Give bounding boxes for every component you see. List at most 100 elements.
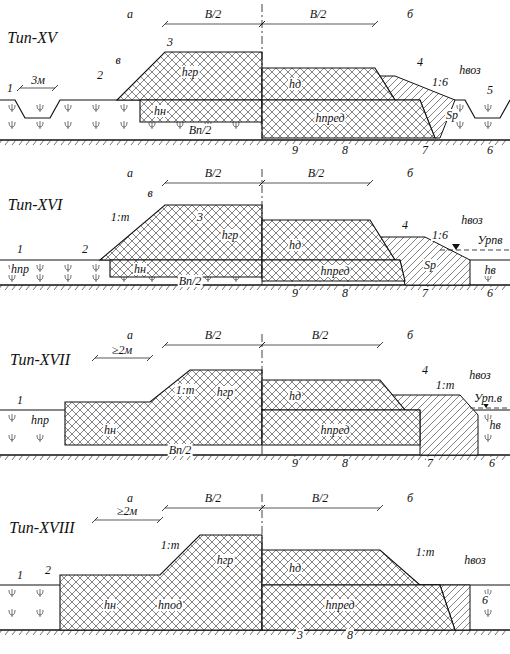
drawing-label: hгр [216, 386, 235, 398]
ground-hatch [89, 455, 93, 460]
ground-hatch [229, 285, 233, 290]
dimension-line [95, 358, 150, 359]
ground-hatch [222, 140, 226, 145]
peat-symbol [457, 121, 463, 129]
ground-hatch [47, 630, 51, 635]
ground-hatch [89, 285, 93, 290]
ground-hatch [502, 630, 506, 635]
ground-hatch [467, 455, 471, 460]
dimension-tick [162, 21, 168, 27]
ground-hatch [285, 455, 289, 460]
ground-hatch [411, 140, 415, 145]
dimension-line [262, 345, 380, 346]
ground-hatch [103, 285, 107, 290]
drawing-label: В/2 [309, 8, 328, 20]
ground-hatch [19, 630, 23, 635]
ground-hatch [250, 455, 254, 460]
ground-hatch [334, 630, 338, 635]
ground-hatch [138, 630, 142, 635]
drawing-label: 9 [291, 457, 299, 469]
drawing-label: Вп/2 [178, 275, 203, 287]
ground-hatch [201, 140, 205, 145]
ground-hatch [26, 285, 30, 290]
ground-hatch [257, 285, 261, 290]
ground-hatch [446, 140, 450, 145]
ground-hatch [173, 140, 177, 145]
drawing-label: 7 [421, 144, 429, 156]
dimension-tick [377, 342, 383, 348]
drawing-label: 2 [44, 564, 52, 576]
drawing-label: hгр [221, 229, 240, 241]
drawing-label: hн [103, 599, 117, 611]
ground-hatch [313, 140, 317, 145]
ground-hatch [369, 455, 373, 460]
ground-hatch [75, 455, 79, 460]
drawing-label: hпред [324, 599, 355, 611]
ground-hatch [201, 455, 205, 460]
drawing-label: Sр [423, 259, 437, 271]
drawing-label: hвоз [458, 64, 482, 76]
ground-hatch [243, 140, 247, 145]
embankment-fill [262, 410, 420, 445]
ground-hatch [411, 455, 415, 460]
ground-hatch [103, 455, 107, 460]
drawing-label: 1 [16, 569, 24, 581]
dimension-tick [377, 505, 383, 511]
drawing-label: 1:6 [431, 229, 449, 241]
embankment-fill [262, 585, 455, 630]
ground-hatch [390, 630, 394, 635]
dimension-line [165, 345, 262, 346]
drawing-label: hд [288, 390, 302, 402]
peat-symbol [9, 434, 15, 442]
ground-hatch [397, 630, 401, 635]
drawing-label: б [406, 8, 414, 20]
drawing-label: hпред [319, 424, 350, 436]
ground-hatch [54, 140, 58, 145]
ground-hatch [397, 140, 401, 145]
drawing-label: 1:m [160, 539, 181, 551]
ground-hatch [82, 140, 86, 145]
ground-hatch [390, 455, 394, 460]
drawing-label: а [126, 167, 134, 179]
embankment-fill [262, 260, 405, 281]
ground-hatch [215, 285, 219, 290]
ground-hatch [0, 140, 2, 145]
ground-hatch [264, 285, 268, 290]
drawing-label: 1:m [435, 379, 456, 391]
ground-hatch [243, 630, 247, 635]
ground-hatch [495, 630, 499, 635]
ground-hatch [313, 285, 317, 290]
ground-hatch [341, 630, 345, 635]
ground-hatch [278, 455, 282, 460]
ground-hatch [236, 455, 240, 460]
ground-hatch [488, 630, 492, 635]
ground-hatch [334, 455, 338, 460]
ground-hatch [418, 630, 422, 635]
ground-hatch [40, 140, 44, 145]
ground-hatch [481, 285, 485, 290]
ground-hatch [418, 455, 422, 460]
ground-hatch [404, 630, 408, 635]
ground-hatch [159, 285, 163, 290]
ground-hatch [285, 630, 289, 635]
ground-hatch [208, 630, 212, 635]
drawing-label: 2 [96, 69, 104, 81]
ground-hatch [131, 285, 135, 290]
ground-hatch [40, 630, 44, 635]
ground-hatch [327, 285, 331, 290]
ground-hatch [0, 630, 2, 635]
ground-hatch [117, 455, 121, 460]
ground-hatch [138, 285, 142, 290]
peat-symbol [37, 104, 43, 112]
ground-hatch [313, 630, 317, 635]
ground-hatch [278, 140, 282, 145]
drawing-label: hгр [181, 66, 200, 78]
drawing-label: 8 [341, 287, 349, 299]
ground-hatch [166, 285, 170, 290]
drawing-label: hд [288, 562, 302, 574]
drawing-label: 1 [6, 82, 14, 94]
ground-hatch [33, 455, 37, 460]
drawing-label: 8 [346, 629, 354, 641]
ground-hatch [327, 455, 331, 460]
